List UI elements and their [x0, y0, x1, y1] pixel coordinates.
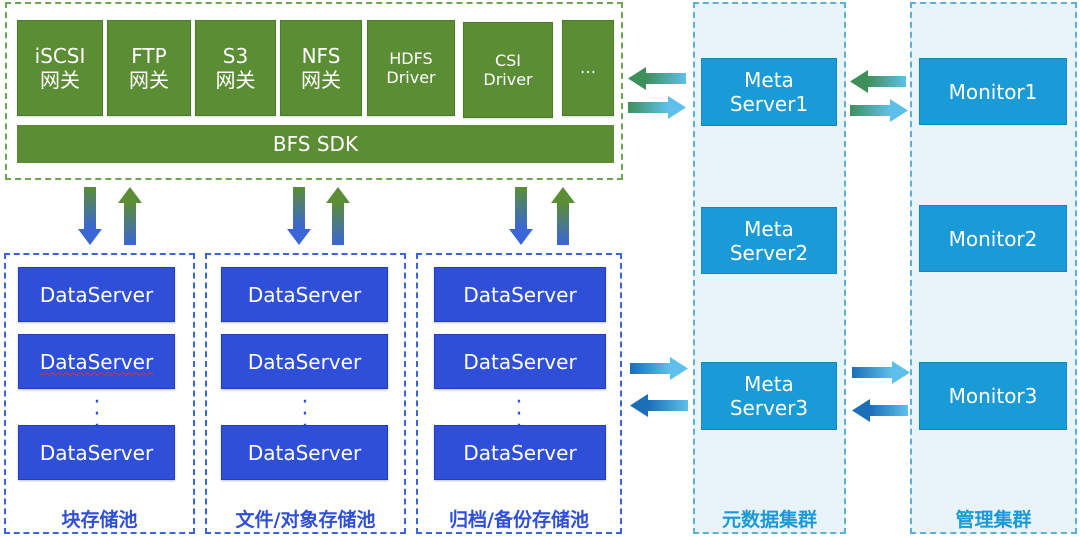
pool-label-file-object: 文件/对象存储池 — [235, 509, 376, 531]
gateway-iscsi: iSCSI 网关 — [17, 20, 103, 116]
management-cluster-label: 管理集群 — [955, 509, 1032, 531]
meta-server-2: Meta Server2 — [701, 207, 837, 274]
block-storage-pool — [4, 253, 195, 534]
meta-server-1: Meta Server1 — [701, 58, 837, 126]
dataserver: DataServer — [18, 334, 175, 389]
gateway-more: … — [562, 20, 614, 116]
arrow-down-pool1 — [78, 187, 102, 245]
arrow-gateway-to-meta — [628, 96, 686, 119]
dataserver: DataServer — [18, 425, 175, 480]
dataserver: DataServer — [221, 267, 388, 322]
gateway-s3: S3 网关 — [195, 20, 276, 116]
monitor-2: Monitor2 — [919, 205, 1067, 272]
archive-backup-storage-pool — [416, 253, 622, 534]
arrow-down-pool2 — [287, 187, 311, 245]
driver-csi: CSI Driver — [463, 22, 553, 118]
dataserver: DataServer — [434, 425, 606, 480]
dataserver: DataServer — [18, 267, 175, 322]
arrow-meta-to-gateway — [628, 67, 686, 90]
metadata-cluster-label: 元数据集群 — [721, 509, 817, 531]
meta-server-3: Meta Server3 — [701, 362, 837, 430]
dataserver: DataServer — [221, 425, 388, 480]
monitor-1: Monitor1 — [919, 58, 1067, 125]
arrow-down-pool3 — [509, 187, 533, 245]
bfs-sdk: BFS SDK — [17, 125, 614, 163]
arrow-pools-to-meta3 — [630, 357, 688, 380]
arrow-monitor3-to-meta3 — [852, 399, 908, 422]
arrow-meta3-to-monitor3 — [852, 361, 910, 384]
arrow-meta1-to-monitor1 — [850, 99, 908, 122]
arrow-monitor1-to-meta1 — [850, 70, 906, 93]
dataserver: DataServer — [221, 334, 388, 389]
gateway-group — [5, 2, 623, 180]
arrow-up-pool1 — [118, 187, 142, 245]
driver-hdfs: HDFS Driver — [367, 20, 455, 116]
dataserver: DataServer — [434, 334, 606, 389]
arrow-up-pool2 — [326, 187, 350, 245]
dataserver: DataServer — [434, 267, 606, 322]
pool-label-block: 块存储池 — [61, 509, 138, 531]
pool-label-archive-backup: 归档/备份存储池 — [449, 509, 589, 531]
arrow-meta3-to-pools — [630, 394, 688, 417]
gateway-nfs: NFS 网关 — [280, 20, 362, 116]
arrow-up-pool3 — [551, 187, 575, 245]
gateway-ftp: FTP 网关 — [107, 20, 191, 116]
file-object-storage-pool — [205, 253, 406, 534]
monitor-3: Monitor3 — [919, 362, 1067, 430]
